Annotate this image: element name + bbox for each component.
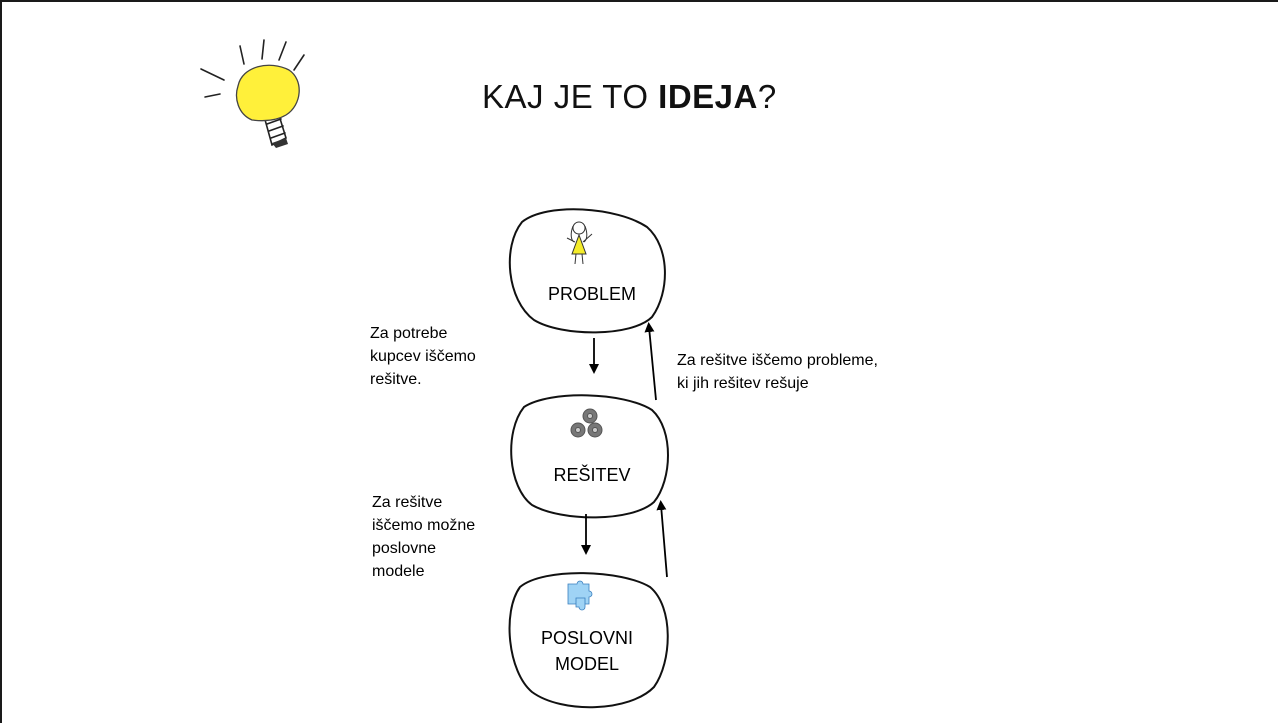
business-model-node bbox=[508, 572, 669, 709]
note-problem-to-solution: Za potrebe kupcev iščemo rešitve. bbox=[370, 322, 476, 391]
note-line: Za rešitve bbox=[372, 494, 443, 511]
solution-node bbox=[510, 394, 669, 519]
note-solution-to-model: Za rešitve iščemo možne poslovne modele bbox=[372, 491, 475, 583]
arrow-solution-to-problem bbox=[644, 322, 657, 401]
title-suffix: ? bbox=[757, 78, 777, 115]
puzzle-icon bbox=[567, 580, 593, 611]
note-solution-to-problem: Za rešitve iščemo probleme, ki jih rešit… bbox=[677, 349, 878, 395]
note-line: ki jih rešitev rešuje bbox=[677, 375, 809, 392]
problem-node bbox=[508, 208, 666, 334]
business-model-label-line1: POSLOVNI bbox=[540, 628, 634, 648]
page-title: KAJ JE TO IDEJA? bbox=[482, 78, 777, 116]
problem-label: PROBLEM bbox=[547, 284, 637, 304]
note-line: modele bbox=[372, 563, 425, 580]
note-line: kupcev iščemo bbox=[370, 348, 476, 365]
note-line: poslovne bbox=[372, 540, 437, 557]
note-line: iščemo možne bbox=[372, 517, 476, 534]
title-bold: IDEJA bbox=[658, 78, 758, 115]
girl-icon bbox=[566, 221, 593, 265]
note-line: rešitve. bbox=[370, 371, 422, 388]
arrow-model-to-solution bbox=[656, 500, 668, 578]
note-line: Za rešitve iščemo probleme, bbox=[677, 352, 878, 369]
title-plain: KAJ JE TO bbox=[482, 78, 659, 115]
note-line: Za potrebe bbox=[370, 325, 448, 342]
solution-label: REŠITEV bbox=[553, 465, 631, 485]
business-model-label-line2: MODEL bbox=[554, 654, 619, 674]
gears-icon bbox=[570, 408, 603, 438]
